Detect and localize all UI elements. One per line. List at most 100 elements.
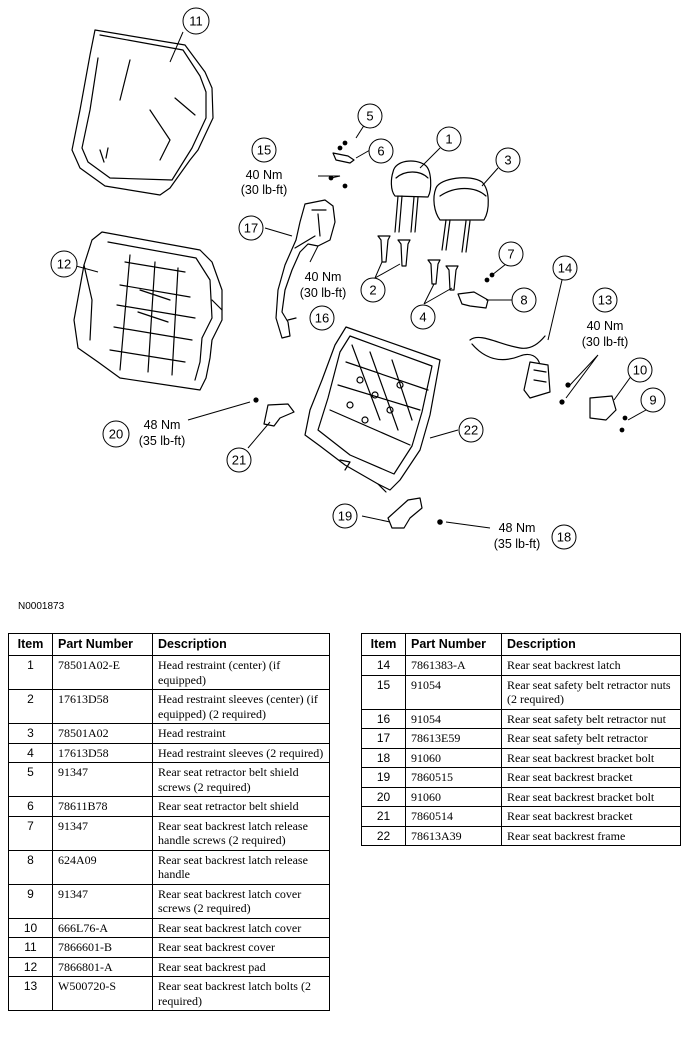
callout-22: 22	[464, 423, 478, 438]
callout-12: 12	[57, 257, 71, 272]
figure-id: N0001873	[18, 601, 65, 612]
cell-description: Head restraint sleeves (2 required)	[152, 742, 330, 763]
cell-part-number: 91054	[405, 674, 502, 710]
torque-20-nm: 48 Nm	[144, 418, 181, 432]
cell-part-number: 78501A02-E	[52, 655, 153, 690]
callout-2: 2	[369, 283, 376, 298]
cell-description: Head restraint (center) (if equipped)	[152, 655, 330, 690]
cell-item: 15	[361, 674, 406, 710]
table-header-row: Item Part Number Description	[8, 633, 330, 656]
torque-13-lbft: (30 lb-ft)	[582, 335, 629, 349]
cell-description: Rear seat backrest latch cover screws (2…	[152, 883, 330, 919]
cell-item: 2	[8, 689, 53, 724]
cell-description: Rear seat safety belt retractor	[501, 728, 681, 749]
cell-part-number: 17613D58	[52, 689, 153, 724]
cell-item: 19	[361, 767, 406, 788]
callout-6: 6	[377, 144, 384, 159]
latch-release-handle-part	[457, 291, 489, 309]
cell-item: 13	[8, 976, 53, 1011]
belt-shield-part	[332, 152, 355, 164]
callout-14: 14	[558, 261, 572, 276]
cell-item: 5	[8, 762, 53, 797]
header-item: Item	[8, 633, 53, 656]
cell-part-number: 7860515	[405, 767, 502, 788]
cell-part-number: 91347	[52, 883, 153, 919]
callout-9: 9	[649, 393, 656, 408]
torque-13-nm: 40 Nm	[587, 319, 624, 333]
cell-item: 11	[8, 937, 53, 958]
torque-15-lbft: (30 lb-ft)	[241, 183, 288, 197]
cell-item: 10	[8, 917, 53, 938]
sleeves-part	[427, 259, 459, 291]
cell-description: Rear seat backrest latch bolts (2 requir…	[152, 976, 330, 1011]
cell-description: Rear seat backrest frame	[501, 825, 681, 846]
cell-item: 7	[8, 815, 53, 851]
sleeves-center-part	[377, 235, 411, 267]
cell-description: Rear seat safety belt retractor nuts (2 …	[501, 674, 681, 710]
cell-description: Rear seat backrest latch	[501, 655, 681, 676]
table-header-row: Item Part Number Description	[361, 633, 681, 656]
cell-part-number: 78613A39	[405, 825, 502, 846]
latch-cover-part	[589, 395, 617, 421]
callout-19: 19	[338, 509, 352, 524]
cell-item: 20	[361, 786, 406, 807]
callout-10: 10	[633, 363, 647, 378]
header-description: Description	[152, 633, 330, 656]
leader-lines	[75, 31, 647, 529]
callout-circles	[50, 7, 666, 550]
header-item: Item	[361, 633, 406, 656]
callout-21: 21	[232, 453, 246, 468]
cell-description: Rear seat backrest latch release handle …	[152, 815, 330, 851]
backrest-cover-part	[71, 29, 214, 196]
callout-8: 8	[520, 293, 527, 308]
cell-part-number: 7866601-B	[52, 937, 153, 958]
callout-5: 5	[366, 109, 373, 124]
callout-13: 13	[598, 293, 612, 308]
torque-15-nm: 40 Nm	[246, 168, 283, 182]
backrest-frame-part	[304, 326, 441, 493]
callout-3: 3	[504, 153, 511, 168]
header-part-number: Part Number	[405, 633, 502, 656]
exploded-parts-diagram: 11 12 1 3 5 6 15 17 16 2 4 7 8 14 13 10 …	[50, 7, 666, 551]
torque-20-lbft: (35 lb-ft)	[139, 434, 186, 448]
callout-15: 15	[257, 143, 271, 158]
cell-part-number: 78611B78	[52, 796, 153, 817]
cell-item: 17	[361, 728, 406, 749]
torque-18-nm: 48 Nm	[499, 521, 536, 535]
cell-item: 9	[8, 883, 53, 919]
cell-description: Rear seat backrest latch release handle	[152, 849, 330, 885]
header-part-number: Part Number	[52, 633, 153, 656]
cell-part-number: 624A09	[52, 849, 153, 885]
cell-item: 21	[361, 806, 406, 827]
bracket-lower-part	[387, 497, 423, 529]
cell-part-number: 91060	[405, 786, 502, 807]
callout-16: 16	[315, 311, 329, 326]
cell-part-number: 7860514	[405, 806, 502, 827]
cell-part-number: 17613D58	[52, 742, 153, 763]
cell-item: 14	[361, 655, 406, 676]
cell-item: 8	[8, 849, 53, 885]
cell-description: Head restraint	[152, 723, 330, 744]
cell-item: 4	[8, 742, 53, 763]
callout-1: 1	[445, 132, 452, 147]
